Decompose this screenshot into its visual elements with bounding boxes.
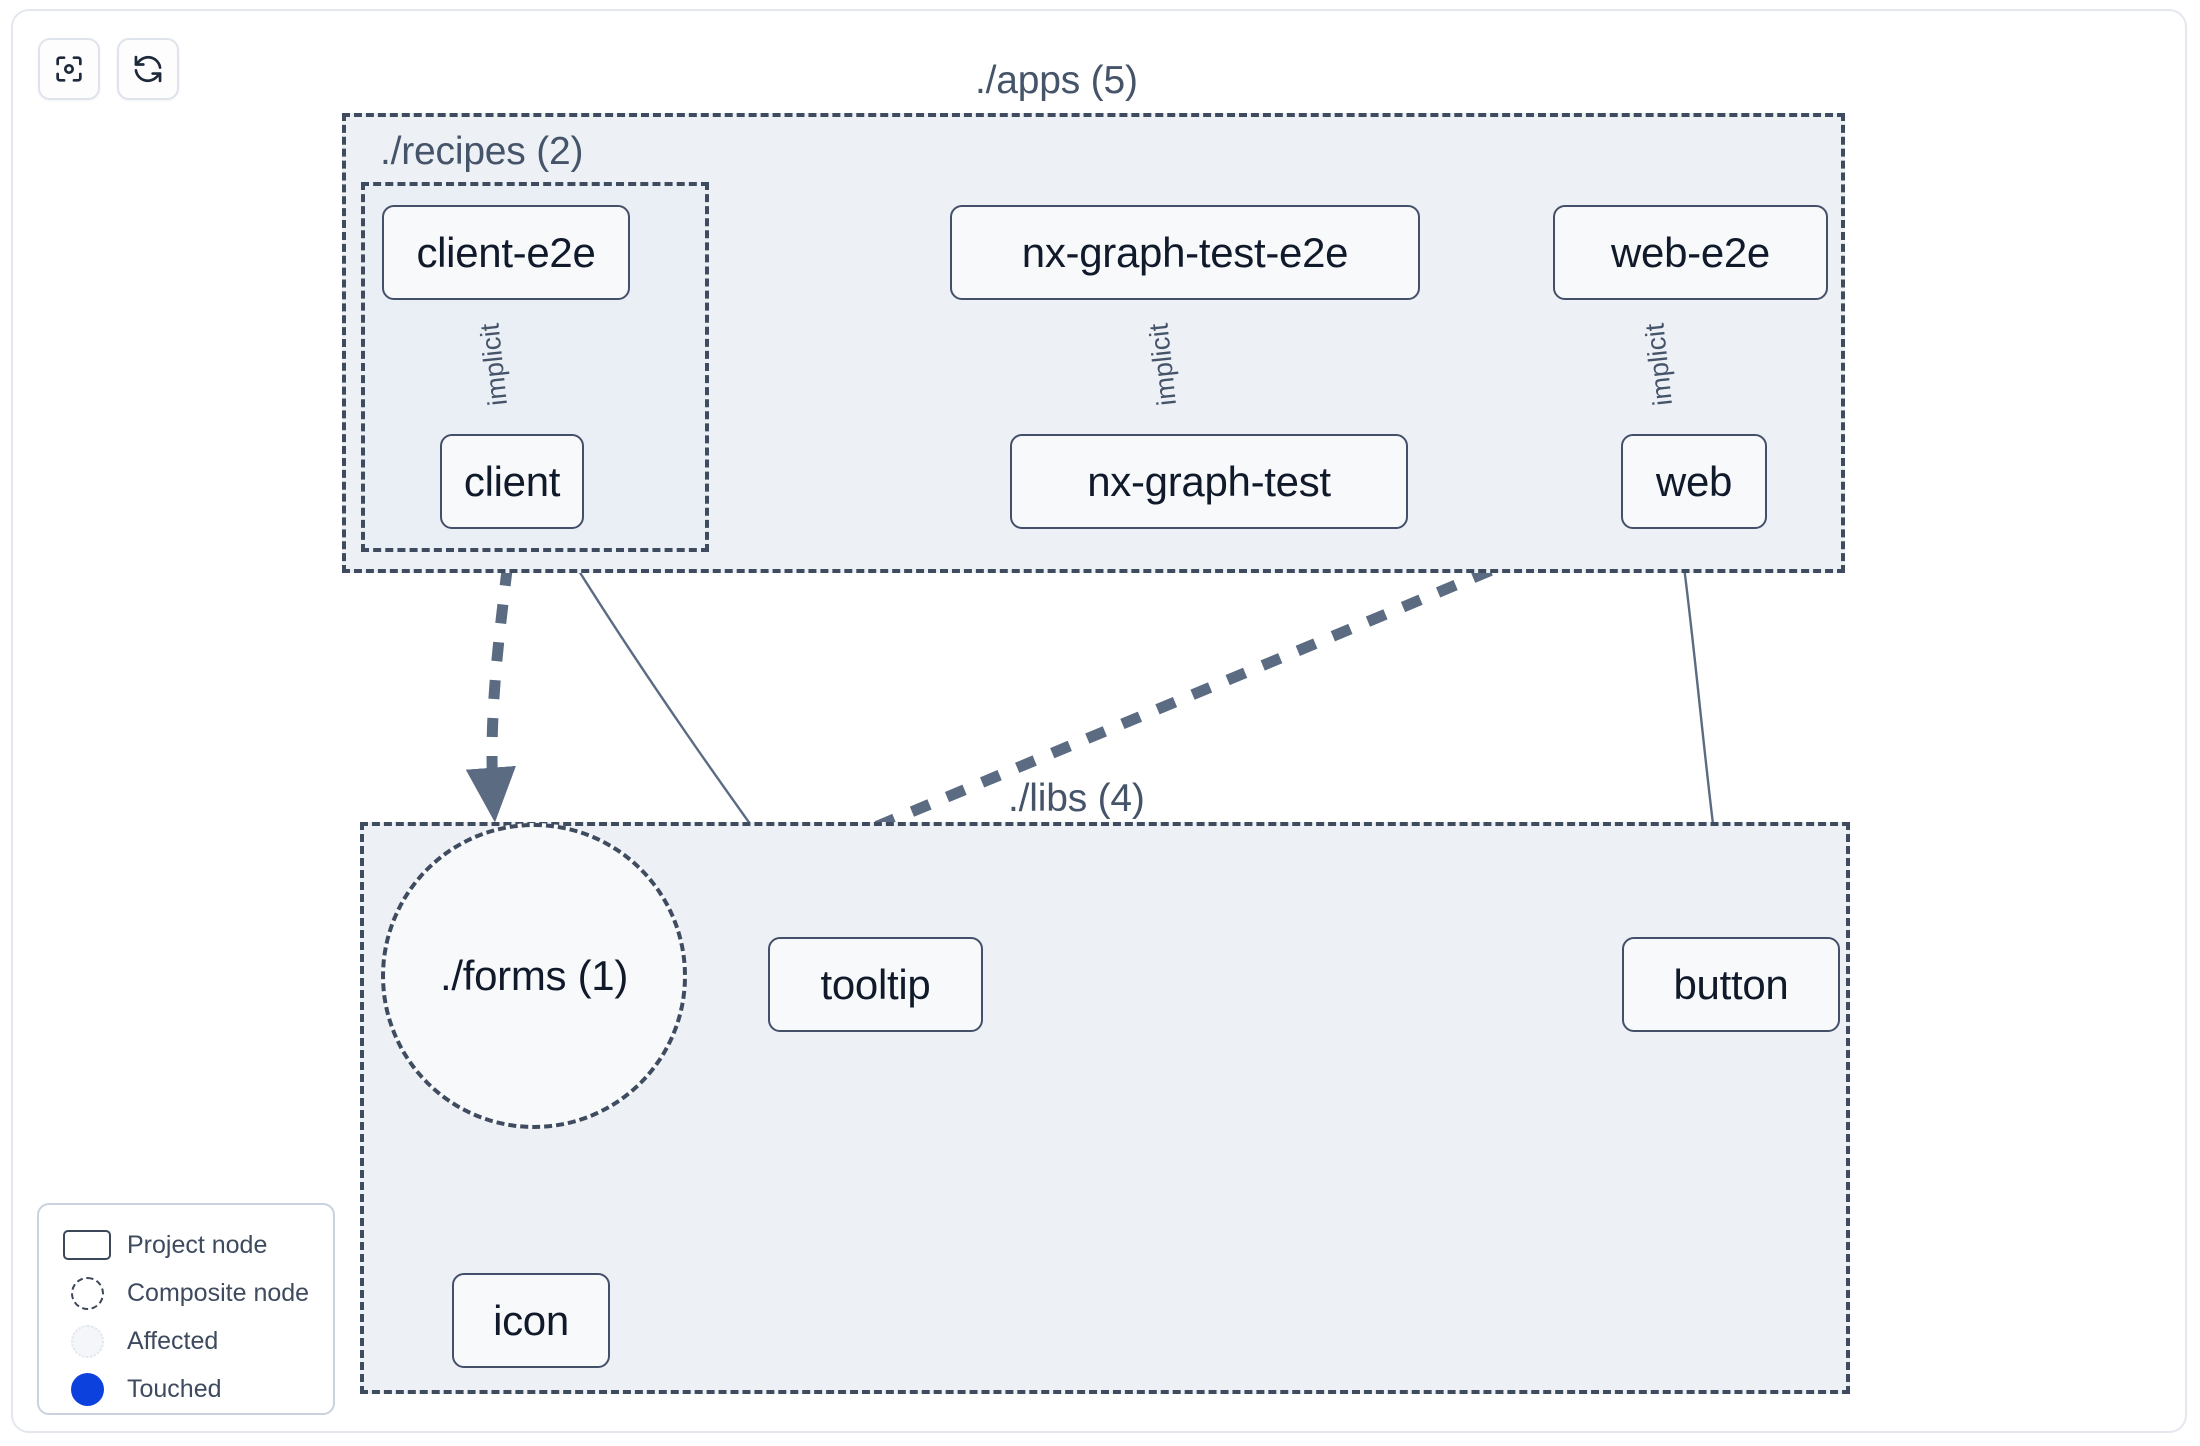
- project-node-label: nx-graph-test: [1087, 457, 1331, 505]
- project-node-swatch-icon: [61, 1230, 113, 1260]
- project-node-icon[interactable]: icon: [452, 1273, 610, 1368]
- touched-swatch-icon: [61, 1372, 113, 1406]
- graph-legend: Project node Composite node Affected Tou…: [37, 1203, 335, 1415]
- legend-item-composite-node: Composite node: [39, 1269, 333, 1317]
- graph-toolbar: [38, 38, 179, 100]
- project-node-web-e2e[interactable]: web-e2e: [1553, 205, 1828, 300]
- legend-item-project-node: Project node: [39, 1221, 333, 1269]
- refresh-graph-button[interactable]: [117, 38, 179, 100]
- project-node-label: icon: [493, 1296, 569, 1344]
- project-node-nx-graph-test[interactable]: nx-graph-test: [1010, 434, 1408, 529]
- project-node-label: client: [463, 457, 561, 505]
- project-node-label: client-e2e: [416, 228, 596, 276]
- project-node-label: nx-graph-test-e2e: [1021, 228, 1349, 276]
- legend-item-touched: Touched: [39, 1365, 333, 1413]
- affected-swatch-icon: [61, 1324, 113, 1358]
- group-label-recipes: ./recipes (2): [380, 130, 584, 173]
- composite-node-swatch-icon: [61, 1276, 113, 1310]
- project-node-label: web-e2e: [1610, 228, 1770, 276]
- project-node-web[interactable]: web: [1621, 434, 1767, 529]
- project-node-label: button: [1673, 960, 1789, 1008]
- project-node-tooltip[interactable]: tooltip: [768, 937, 983, 1032]
- project-node-client[interactable]: client: [440, 434, 584, 529]
- focus-target-icon: [52, 52, 86, 86]
- legend-label: Project node: [127, 1230, 268, 1259]
- legend-label: Affected: [127, 1326, 219, 1355]
- group-label-libs: ./libs (4): [1008, 777, 1145, 820]
- group-label-apps: ./apps (5): [975, 59, 1138, 102]
- composite-node-label: ./forms (1): [439, 952, 629, 999]
- composite-node-forms[interactable]: ./forms (1): [381, 823, 687, 1129]
- project-node-label: web: [1655, 457, 1733, 505]
- project-node-client-e2e[interactable]: client-e2e: [382, 205, 630, 300]
- refresh-icon: [131, 52, 165, 86]
- project-node-label: tooltip: [820, 960, 931, 1008]
- project-node-nx-graph-test-e2e[interactable]: nx-graph-test-e2e: [950, 205, 1420, 300]
- focus-graph-button[interactable]: [38, 38, 100, 100]
- legend-item-affected: Affected: [39, 1317, 333, 1365]
- project-node-button[interactable]: button: [1622, 937, 1840, 1032]
- legend-label: Touched: [127, 1374, 222, 1403]
- legend-label: Composite node: [127, 1278, 310, 1307]
